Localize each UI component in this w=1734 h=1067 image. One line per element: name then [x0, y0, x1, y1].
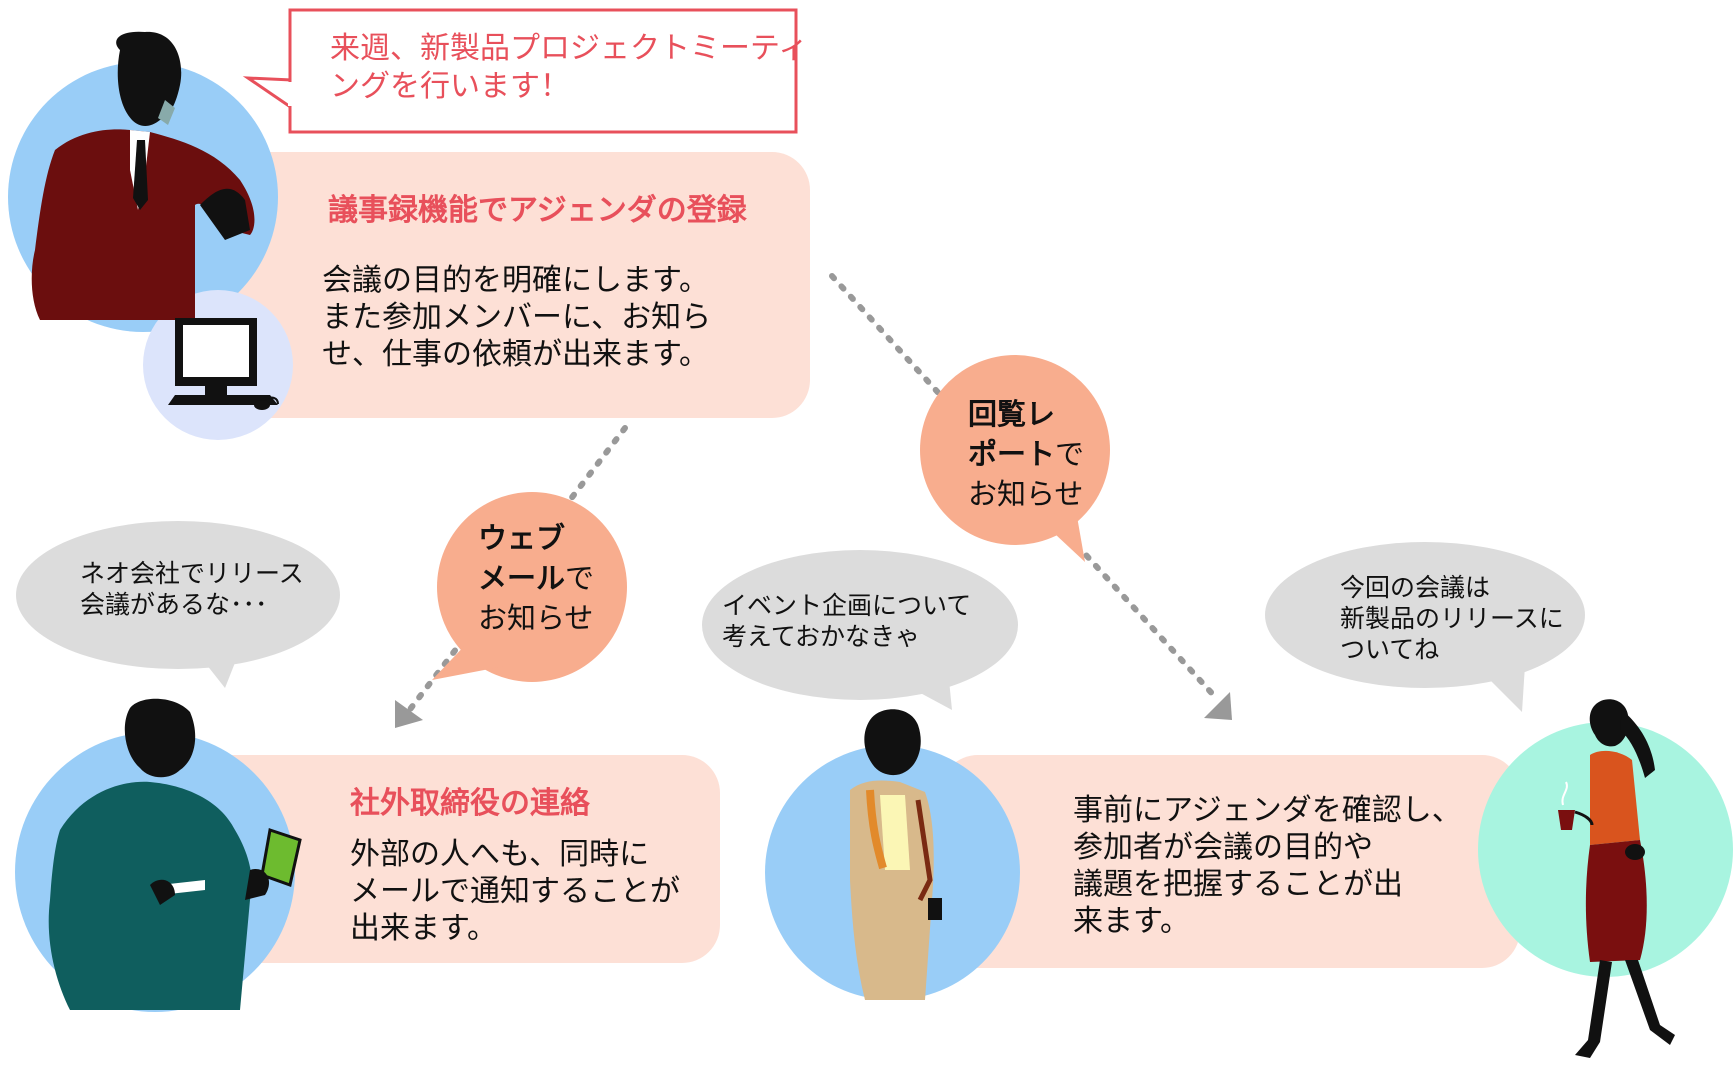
- woman-standing-icon: [850, 709, 942, 1000]
- right-panel: [940, 755, 1520, 968]
- bubble-report-shape: [920, 355, 1110, 562]
- woman-walking-coffee-icon: [1558, 699, 1675, 1058]
- top-panel-title: 議事録機能でアジェンダの登録: [328, 193, 747, 228]
- woman-pda-icon: [48, 698, 302, 1010]
- businessman-phone-icon: [31, 31, 255, 320]
- callout-shape: [242, 8, 798, 134]
- arrow-to-left-panel: [395, 425, 628, 728]
- top-panel: [200, 152, 810, 418]
- bubble-web-line2-rest: で: [565, 561, 595, 595]
- bubble-report-text: 回覧レ ポートで お知らせ: [968, 394, 1084, 514]
- thought-bubble-left: [16, 521, 340, 688]
- bubble-report-line1: 回覧レ: [968, 397, 1056, 431]
- bubble-web-text: ウェブ メールで お知らせ: [478, 518, 594, 638]
- thought-bubble-middle: [702, 550, 1018, 710]
- bubble-web-line2-bold: メール: [478, 561, 566, 595]
- computer-monitor-icon: [168, 318, 279, 410]
- top-panel-body: 会議の目的を明確にします。 また参加メンバーに、お知ら せ、仕事の依頼が出来ます…: [322, 263, 712, 372]
- thought-left-text: ネオ会社でリリース 会議があるな･･･: [80, 559, 304, 619]
- bubble-web-shape: [432, 492, 627, 682]
- right-panel-body: 事前にアジェンダを確認し、 参加者が会議の目的や 議題を把握することが出 来ます…: [1073, 793, 1462, 939]
- thought-middle-text: イベント企画について 考えておかなきゃ: [722, 591, 972, 651]
- thought-bubble-right: [1265, 542, 1585, 712]
- arrow-to-right-panel: [829, 273, 1232, 720]
- bubble-report-line2-bold: ポート: [968, 437, 1056, 471]
- callout-text: 来週、新製品プロジェクトミーティ ングを行います！: [330, 31, 809, 104]
- bubble-report-line3: お知らせ: [968, 477, 1084, 511]
- left-panel-body: 外部の人へも、同時に メールで通知することが 出来ます。: [350, 837, 680, 946]
- bubble-web-line1: ウェブ: [478, 521, 566, 555]
- bubble-report-line2-rest: で: [1055, 437, 1085, 471]
- bubble-web-line3: お知らせ: [478, 601, 594, 635]
- left-panel-title: 社外取締役の連絡: [350, 786, 590, 821]
- thought-right-text: 今回の会議は 新製品のリリースに ついてね: [1340, 573, 1564, 664]
